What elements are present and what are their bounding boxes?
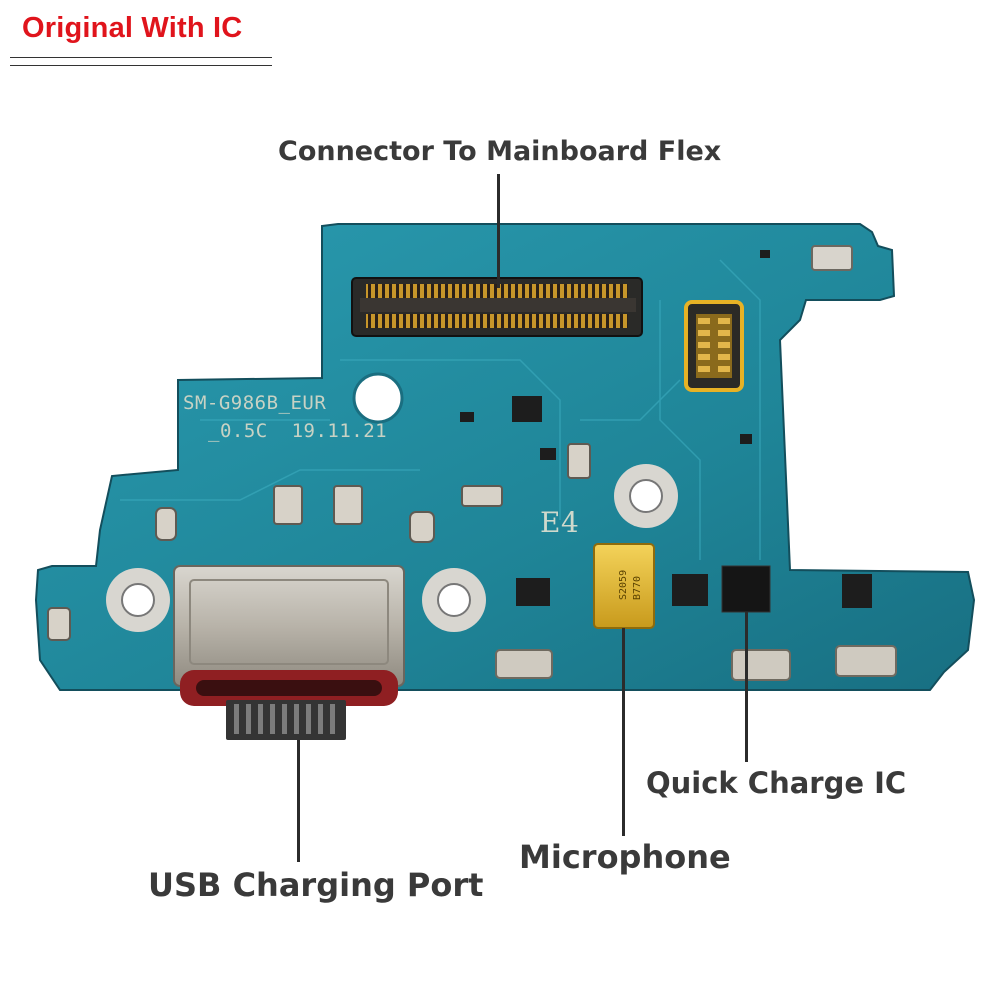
mount-hole-right bbox=[422, 568, 486, 632]
connector-leader-line bbox=[497, 174, 500, 288]
usb-c-port bbox=[173, 565, 405, 740]
mount-hole-top bbox=[352, 372, 404, 424]
usb-charging-port-label: USB Charging Port bbox=[148, 866, 484, 904]
badge-underline bbox=[10, 57, 272, 58]
usb-leader-line bbox=[297, 740, 300, 862]
microphone-chip-code: B770 bbox=[632, 575, 643, 600]
quick-charge-ic-label: Quick Charge IC bbox=[646, 766, 907, 800]
quick-charge-leader-line bbox=[745, 612, 748, 762]
board-marker-silkscreen: E4 bbox=[540, 506, 580, 539]
microphone-chip-text: S2059 bbox=[618, 569, 629, 600]
connector-label: Connector To Mainboard Flex bbox=[278, 136, 722, 167]
microphone-leader-line bbox=[622, 628, 625, 836]
board-model-silkscreen: SM-G986B_EUR bbox=[183, 392, 327, 414]
board-revision-silkscreen: _0.5C 19.11.21 bbox=[208, 420, 388, 442]
mainboard-flex-connector bbox=[351, 277, 643, 337]
mount-hole-left bbox=[106, 568, 170, 632]
mount-hole-center bbox=[614, 464, 678, 528]
original-with-ic-badge: Original With IC bbox=[22, 12, 243, 44]
microphone-label: Microphone bbox=[519, 838, 731, 876]
side-connector bbox=[684, 300, 744, 392]
badge-underline-2 bbox=[10, 65, 272, 66]
quick-charge-ic bbox=[721, 565, 771, 613]
